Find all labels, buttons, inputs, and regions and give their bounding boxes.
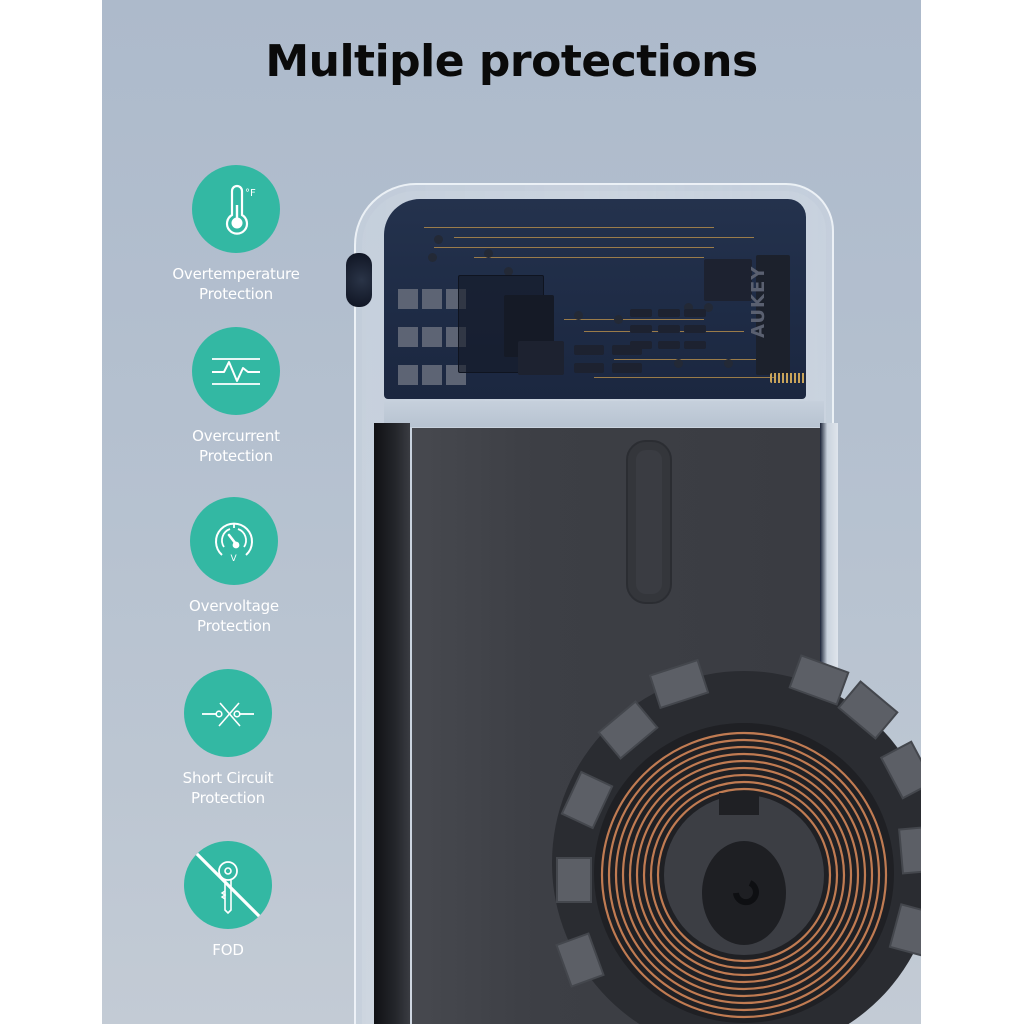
feature-fod: FOD	[143, 841, 313, 960]
svg-text:°F: °F	[245, 188, 256, 199]
key-crossed-out-icon	[184, 841, 272, 929]
circuit-board	[384, 199, 806, 399]
magnet-slot	[626, 440, 672, 604]
feature-short-circuit: Short Circuit Protection	[143, 669, 313, 808]
feature-overvoltage: V Overvoltage Protection	[149, 497, 319, 636]
feature-overcurrent: Overcurrent Protection	[151, 327, 321, 466]
power-bank-render: AUKEY	[346, 183, 921, 1024]
left-frame-rail	[374, 423, 410, 1024]
brand-mark: AUKEY	[748, 265, 769, 338]
hero-panel: Multiple protections °F Overtemperature …	[102, 0, 921, 1024]
feature-label: Overcurrent Protection	[192, 427, 280, 465]
feature-label: Short Circuit Protection	[182, 769, 274, 807]
page-title: Multiple protections	[265, 36, 758, 87]
side-button	[346, 253, 372, 307]
short-circuit-switch-icon	[184, 669, 272, 757]
feature-label: Overvoltage Protection	[189, 597, 279, 635]
feature-overtemperature: °F Overtemperature Protection	[151, 165, 321, 304]
feature-label: FOD	[212, 941, 244, 959]
charging-coil	[544, 643, 921, 1024]
voltage-gauge-icon: V	[190, 497, 278, 585]
feature-label: Overtemperature Protection	[172, 265, 300, 303]
svg-text:V: V	[231, 554, 238, 564]
waveform-pulse-icon	[192, 327, 280, 415]
thermometer-fahrenheit-icon: °F	[192, 165, 280, 253]
frame-divider	[384, 401, 824, 427]
